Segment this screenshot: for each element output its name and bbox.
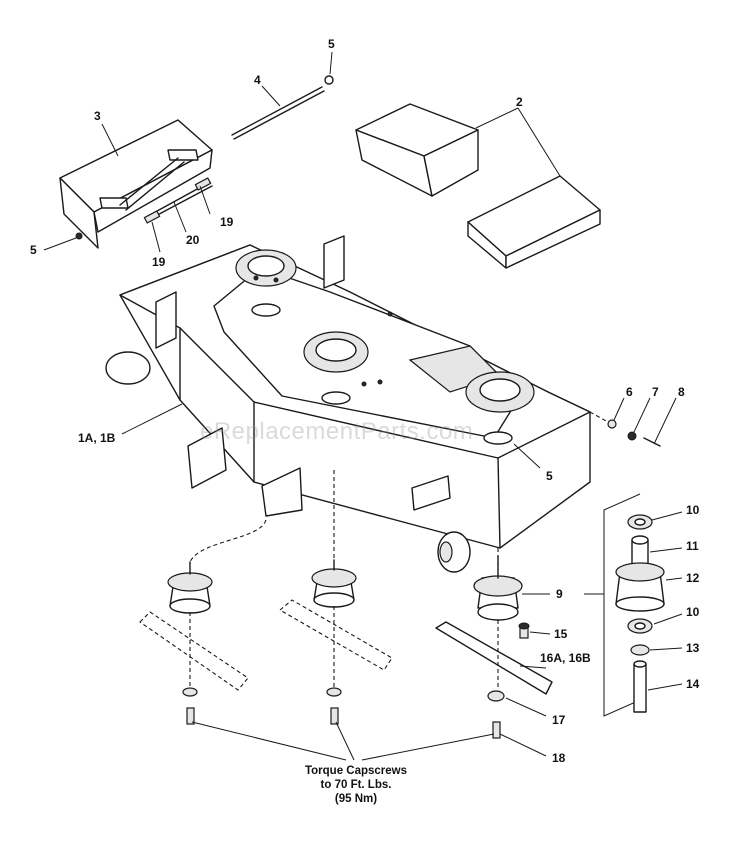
part-11-spacer <box>631 535 649 567</box>
callout-8: 8 <box>678 385 685 399</box>
callout-5-top: 5 <box>328 37 335 51</box>
callout-4: 4 <box>254 73 261 87</box>
callout-15: 15 <box>554 627 568 641</box>
part-17-washers <box>182 687 505 702</box>
callout-3: 3 <box>94 109 101 123</box>
callout-10-top: 10 <box>686 503 700 517</box>
part-13-washer <box>630 644 650 656</box>
callout-2: 2 <box>516 95 523 109</box>
callout-7: 7 <box>652 385 659 399</box>
callout-5-left: 5 <box>30 243 37 257</box>
torque-note-line-3: (95 Nm) <box>334 793 378 805</box>
part-15-bolt <box>518 622 530 639</box>
callout-16a-16b: 16A, 16B <box>540 651 591 665</box>
torque-note-line-2: to 70 Ft. Lbs. <box>320 779 392 791</box>
part-2-covers <box>355 103 601 269</box>
callout-17: 17 <box>552 713 566 727</box>
torque-note-line-1: Torque Capscrews <box>304 765 408 777</box>
callout-20: 20 <box>186 233 200 247</box>
part-14-shaft <box>633 660 647 713</box>
callout-13: 13 <box>686 641 700 655</box>
torque-note: Torque Capscrews to 70 Ft. Lbs. (95 Nm) <box>286 764 426 806</box>
callout-19-left: 19 <box>152 255 166 269</box>
callout-10-bottom: 10 <box>686 605 700 619</box>
part-18-capscrews <box>186 707 501 739</box>
part-4-rod <box>75 75 334 240</box>
part-6-7-8-hardware <box>589 411 661 447</box>
part-1-mower-deck <box>105 235 591 573</box>
center-spindle <box>311 559 357 608</box>
alignment-line-left <box>189 519 267 563</box>
callout-6: 6 <box>626 385 633 399</box>
callout-12: 12 <box>686 571 700 585</box>
leader-lines <box>43 51 683 761</box>
part-12-housing <box>615 562 665 612</box>
callout-19-right: 19 <box>220 215 234 229</box>
callout-5-right: 5 <box>546 469 553 483</box>
part-3-deflector <box>59 119 213 249</box>
callout-11: 11 <box>686 539 699 553</box>
callout-18: 18 <box>552 751 566 765</box>
part-16-blades <box>139 599 553 695</box>
spindle-breakout-bracket <box>584 493 641 717</box>
part-20-shaft <box>143 177 213 224</box>
callout-1a-1b: 1A, 1B <box>78 431 116 445</box>
callout-9: 9 <box>556 587 563 601</box>
callout-14: 14 <box>686 677 700 691</box>
part-9-spindle <box>473 548 523 621</box>
left-spindle <box>167 561 213 614</box>
watermark-text: eReplacementParts.com <box>200 418 474 445</box>
